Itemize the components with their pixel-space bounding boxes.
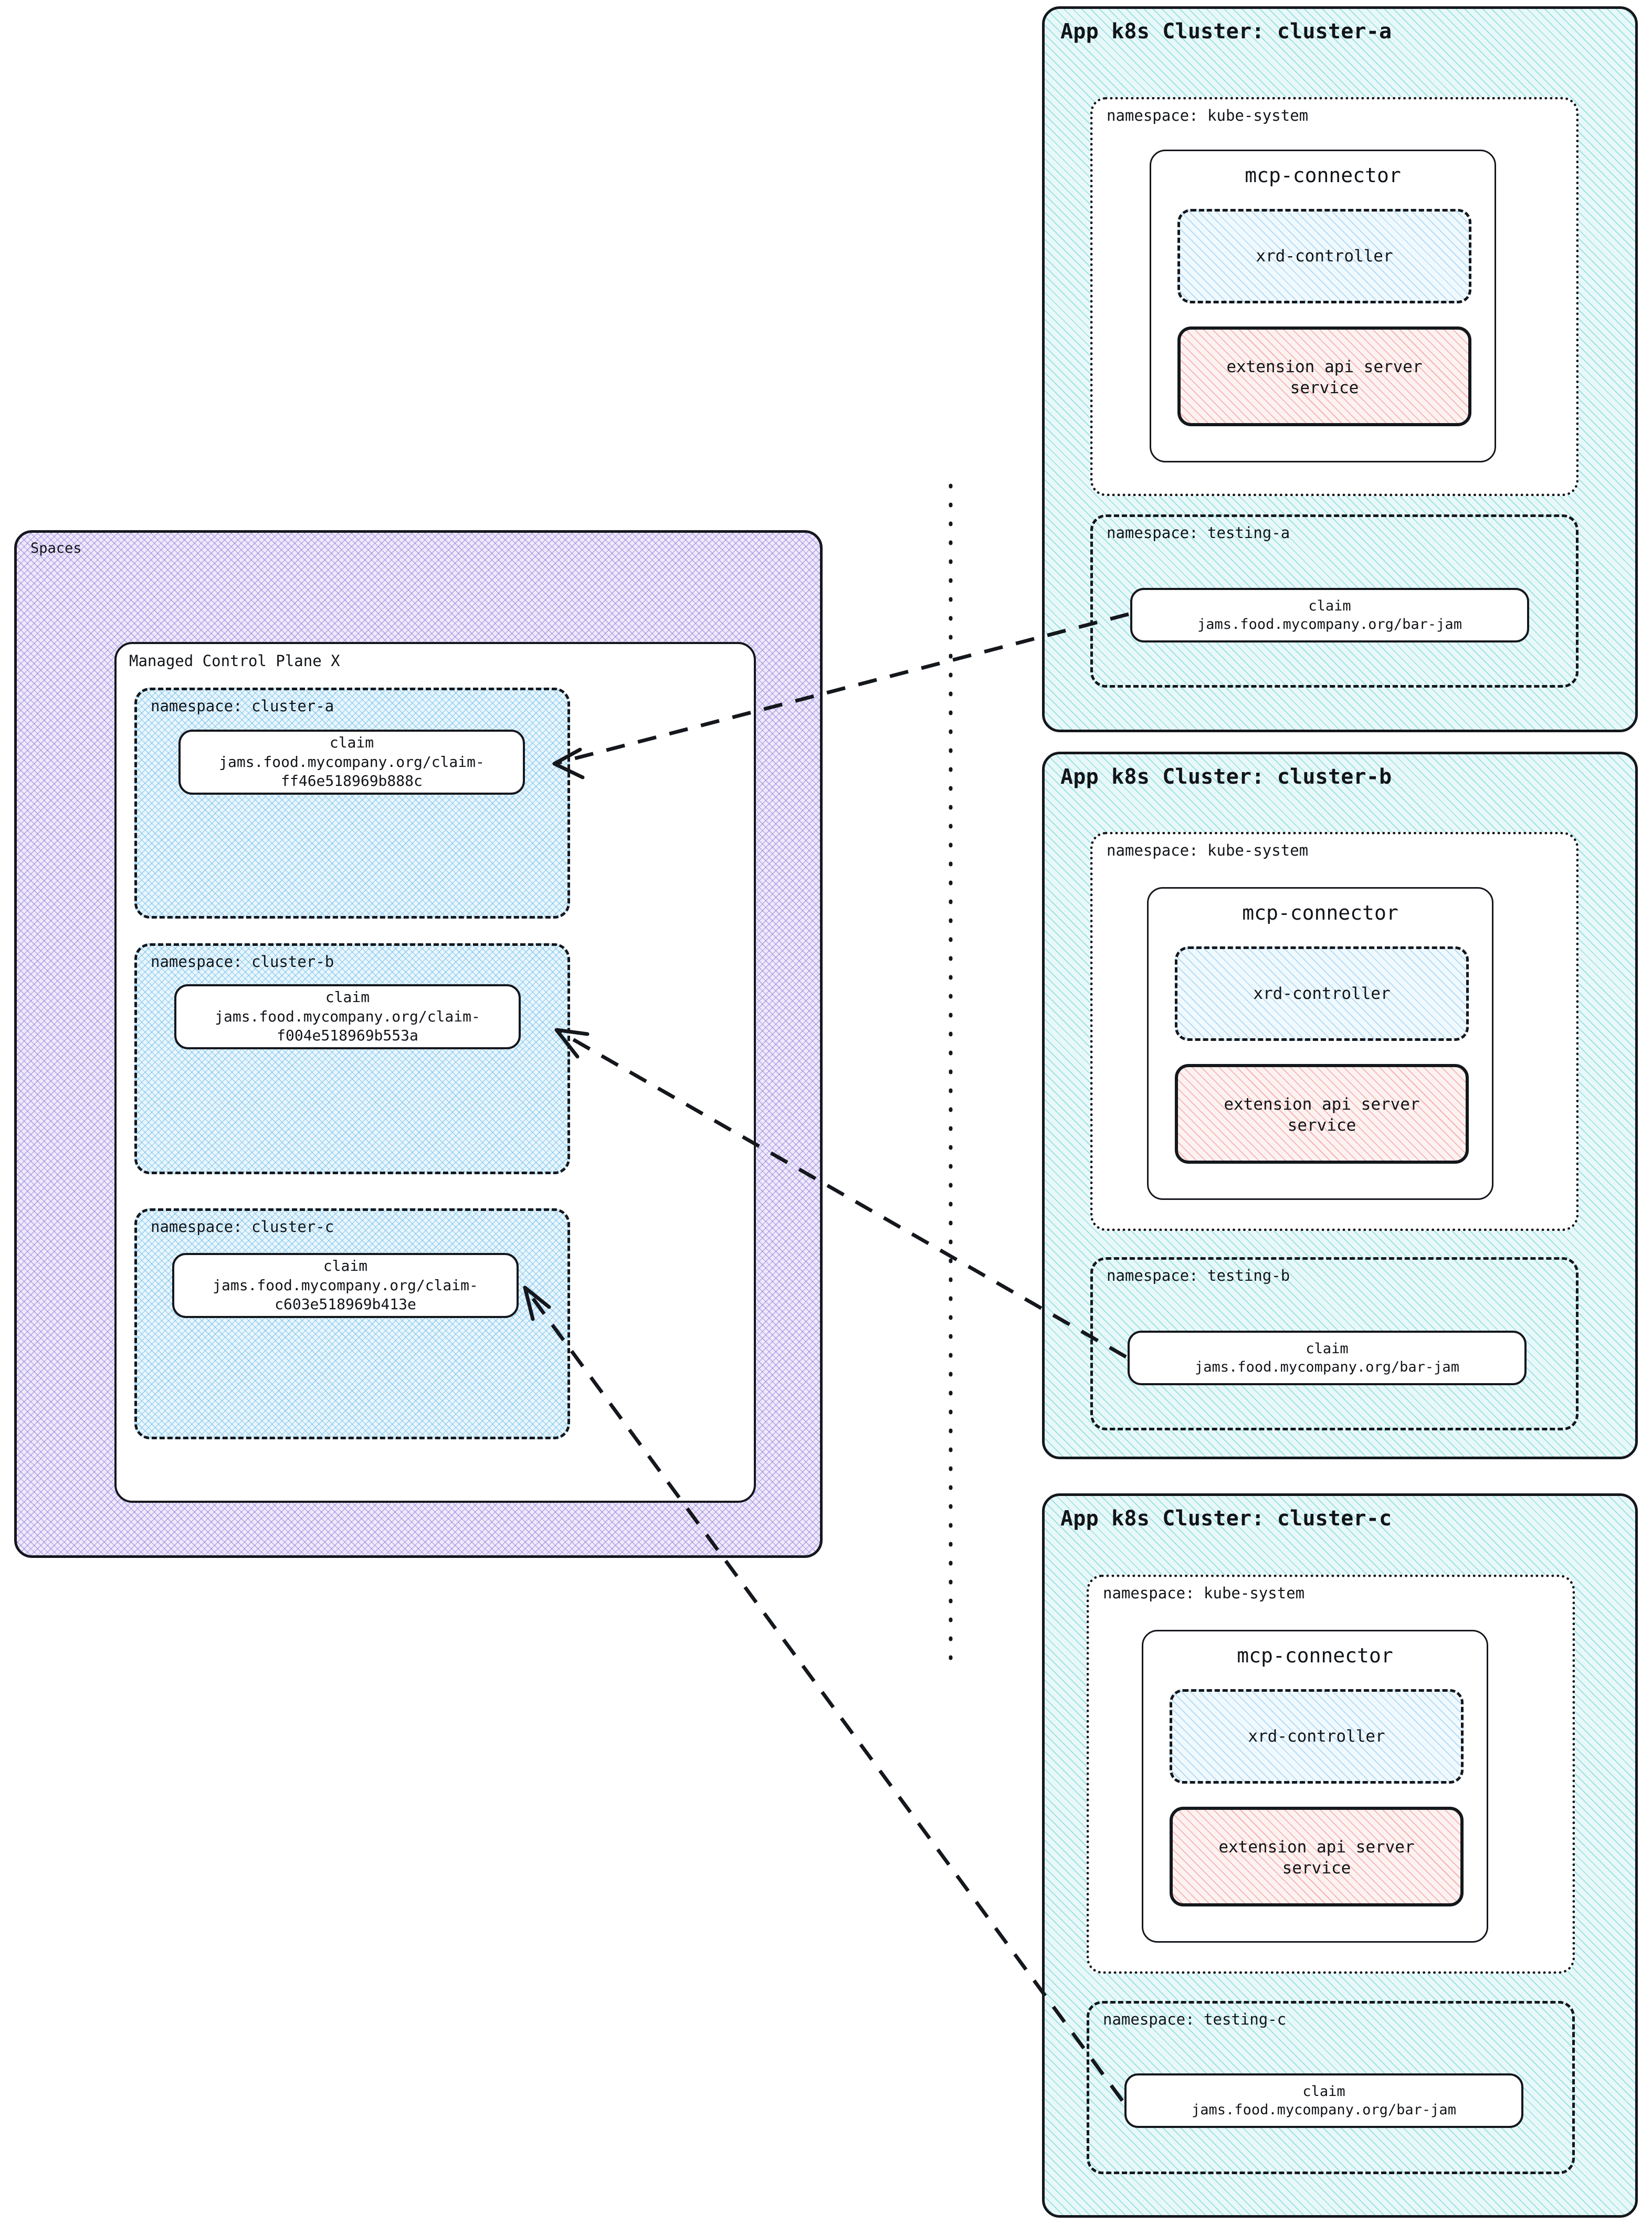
xrd-controller-c[interactable]: xrd-controller xyxy=(1170,1689,1464,1784)
namespace-kube-system-b-label: namespace: kube-system xyxy=(1107,841,1309,859)
xrd-controller-a-label: xrd-controller xyxy=(1256,247,1393,266)
app-cluster-c-title: App k8s Cluster: cluster-c xyxy=(1060,1506,1392,1531)
xrd-controller-a[interactable]: xrd-controller xyxy=(1177,209,1471,303)
namespace-testing-c-label: namespace: testing-c xyxy=(1103,2010,1287,2028)
namespace-testing-a-label: namespace: testing-a xyxy=(1107,524,1290,542)
mcp-connector-a-title: mcp-connector xyxy=(1245,164,1401,187)
namespace-kube-system-a-label: namespace: kube-system xyxy=(1107,107,1309,124)
xrd-controller-c-label: xrd-controller xyxy=(1248,1727,1385,1746)
namespace-cluster-a[interactable]: namespace: cluster-a xyxy=(134,688,570,919)
mcp-connector-a[interactable]: mcp-connector xrd-controller extension a… xyxy=(1150,150,1496,462)
app-cluster-a-title: App k8s Cluster: cluster-a xyxy=(1060,19,1392,44)
namespace-testing-c[interactable]: namespace: testing-c xyxy=(1087,2001,1575,2174)
namespace-kube-system-c-label: namespace: kube-system xyxy=(1103,1584,1305,1602)
namespace-testing-b-label: namespace: testing-b xyxy=(1107,1267,1290,1284)
app-cluster-b-title: App k8s Cluster: cluster-b xyxy=(1060,765,1392,789)
namespace-cluster-b-label: namespace: cluster-b xyxy=(151,953,334,971)
mcp-connector-c-title: mcp-connector xyxy=(1237,1644,1393,1667)
managed-control-plane-label: Managed Control Plane X xyxy=(129,652,340,670)
mcp-connector-c[interactable]: mcp-connector xrd-controller extension a… xyxy=(1142,1630,1488,1943)
namespace-cluster-a-label: namespace: cluster-a xyxy=(151,697,334,715)
namespace-cluster-b[interactable]: namespace: cluster-b xyxy=(134,943,570,1174)
mcp-connector-b-title: mcp-connector xyxy=(1242,901,1398,924)
mcp-connector-b[interactable]: mcp-connector xrd-controller extension a… xyxy=(1147,887,1493,1200)
xrd-controller-b[interactable]: xrd-controller xyxy=(1175,946,1469,1041)
spaces-label: Spaces xyxy=(30,540,82,556)
namespace-testing-a[interactable]: namespace: testing-a xyxy=(1090,514,1579,688)
namespace-cluster-c[interactable]: namespace: cluster-c xyxy=(134,1208,570,1439)
xrd-controller-b-label: xrd-controller xyxy=(1253,984,1391,1003)
namespace-cluster-c-label: namespace: cluster-c xyxy=(151,1218,334,1236)
